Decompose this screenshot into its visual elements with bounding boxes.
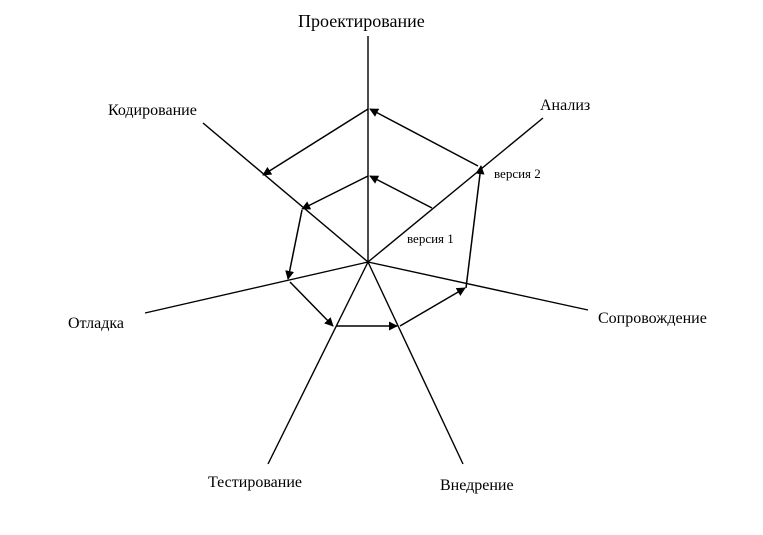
- axis-coding: [202, 122, 369, 263]
- label-version-2: версия 2: [494, 166, 541, 181]
- spiral-flow: [262, 108, 485, 331]
- axis-analysis: [367, 117, 544, 263]
- arrow-analysis-to-design-outer: [369, 108, 479, 167]
- arrow-design-to-coding-outer: [262, 108, 369, 176]
- label-analysis: Анализ: [540, 97, 590, 114]
- arrow-design-to-coding-inner: [301, 175, 369, 210]
- axis-testing: [267, 261, 369, 465]
- label-debugging: Отладка: [68, 315, 124, 332]
- label-design: Проектирование: [298, 11, 425, 31]
- axis-maintenance: [367, 261, 589, 311]
- label-deployment: Внедрение: [440, 477, 514, 494]
- label-maintenance: Сопровождение: [598, 310, 707, 327]
- axis-debugging: [144, 261, 369, 314]
- arrow-debug-to-testing: [289, 281, 334, 327]
- arrow-coding-to-debug: [285, 209, 303, 280]
- axes: [144, 36, 589, 465]
- label-version-1: версия 1: [407, 231, 454, 246]
- arrow-v1-to-design: [369, 175, 433, 209]
- axis-deployment: [367, 261, 464, 465]
- arrow-deploy-to-maint: [399, 287, 466, 327]
- label-coding: Кодирование: [108, 102, 197, 119]
- arrow-maint-to-analysis: [465, 165, 485, 289]
- label-testing: Тестирование: [208, 474, 302, 491]
